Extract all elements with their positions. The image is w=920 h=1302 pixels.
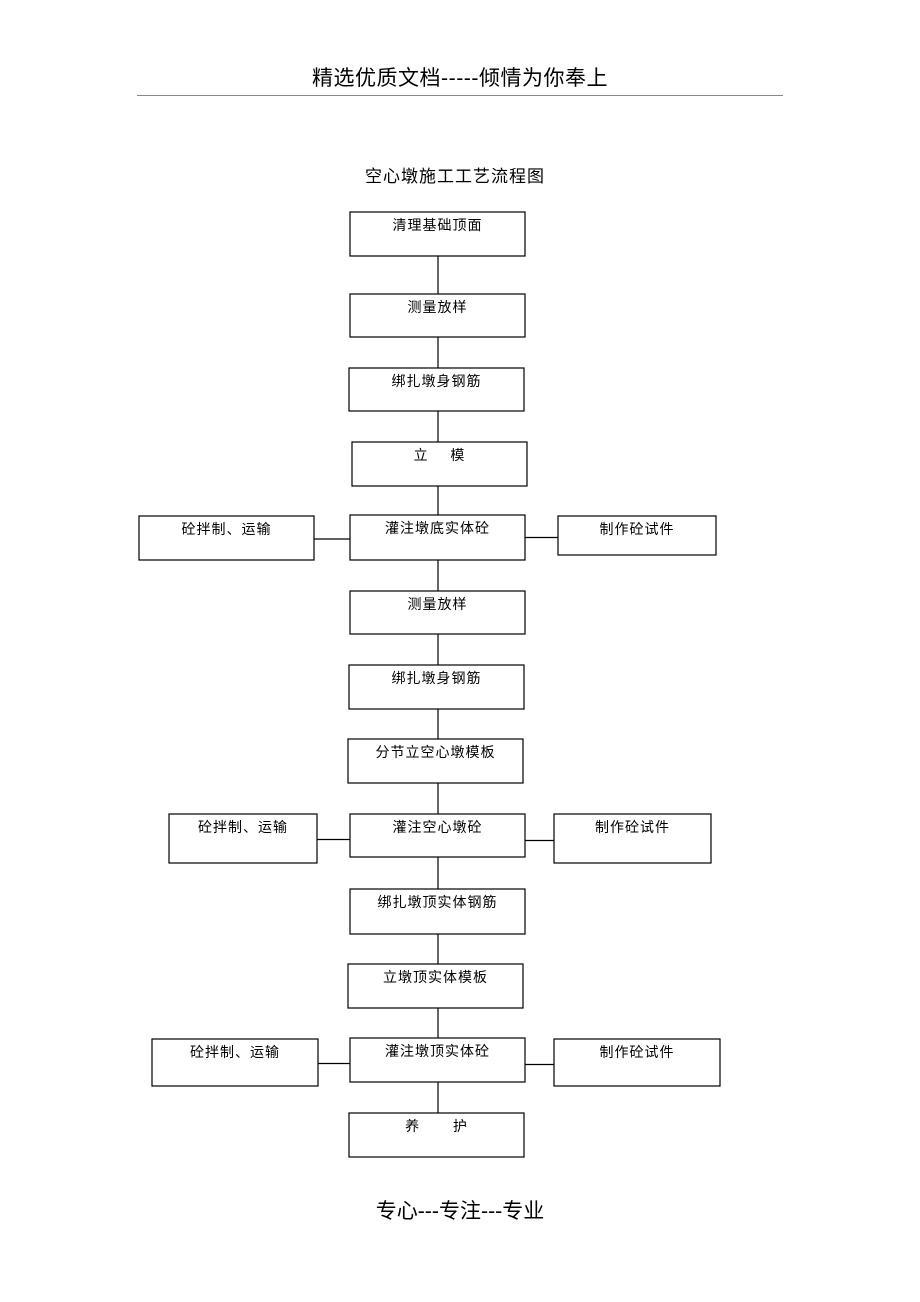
process-step-6-rect (349, 590, 526, 635)
side-step-right-3-label: 制作砼试件 (600, 1045, 675, 1061)
process-step-5: 灌注墩底实体砼 (349, 514, 526, 561)
process-step-13: 养 护 (348, 1112, 525, 1158)
side-step-left-3: 砼拌制、运输 (151, 1038, 319, 1087)
process-step-7: 绑扎墩身钢筋 (348, 664, 525, 710)
process-step-7-label: 绑扎墩身钢筋 (392, 670, 482, 687)
process-step-8: 分节立空心墩模板 (347, 738, 524, 784)
side-step-right-2-label: 制作砼试件 (595, 820, 670, 836)
process-step-5-label: 灌注墩底实体砼 (385, 521, 490, 537)
side-step-left-1-rect (138, 515, 315, 561)
process-step-4: 立 模 (351, 441, 528, 487)
side-step-right-2: 制作砼试件 (553, 813, 712, 864)
process-step-9-label: 灌注空心墩砼 (393, 820, 483, 836)
process-step-2-label: 测量放样 (408, 300, 468, 316)
process-step-13-rect (348, 1112, 525, 1158)
side-step-left-2-rect (168, 813, 318, 864)
side-step-right-1-label: 制作砼试件 (600, 522, 675, 538)
process-step-6-label: 测量放样 (408, 597, 468, 613)
process-step-10: 绑扎墩顶实体钢筋 (349, 888, 526, 935)
side-step-left-3-rect (151, 1038, 319, 1087)
process-step-13-label: 养 护 (405, 1119, 468, 1135)
process-step-3-rect (348, 367, 525, 412)
process-step-3: 绑扎墩身钢筋 (348, 367, 525, 412)
side-step-left-2: 砼拌制、运输 (168, 813, 318, 864)
side-step-right-3: 制作砼试件 (553, 1038, 721, 1087)
process-step-12: 灌注墩顶实体砼 (349, 1037, 526, 1083)
side-step-left-2-label: 砼拌制、运输 (198, 820, 288, 836)
process-step-10-label: 绑扎墩顶实体钢筋 (378, 894, 498, 911)
page-header: 精选优质文档-----倾情为你奉上 (312, 66, 608, 90)
diagram-title: 空心墩施工工艺流程图 (365, 167, 545, 187)
process-step-8-label: 分节立空心墩模板 (376, 745, 496, 761)
process-step-4-label: 立 模 (414, 448, 466, 464)
side-step-left-1-label: 砼拌制、运输 (182, 522, 272, 538)
process-step-9: 灌注空心墩砼 (349, 813, 526, 858)
side-step-right-1: 制作砼试件 (557, 515, 717, 556)
process-step-6: 测量放样 (349, 590, 526, 635)
process-step-8-rect (347, 738, 524, 784)
process-step-12-rect (349, 1037, 526, 1083)
process-step-9-rect (349, 813, 526, 858)
header-rule (137, 95, 783, 96)
side-step-left-1: 砼拌制、运输 (138, 515, 315, 561)
process-step-1-label: 清理基础顶面 (393, 217, 483, 234)
process-step-12-label: 灌注墩顶实体砼 (385, 1044, 490, 1060)
side-step-right-3-rect (553, 1038, 721, 1087)
process-step-1: 清理基础顶面 (349, 211, 526, 257)
process-step-11: 立墩顶实体模板 (347, 963, 524, 1009)
process-step-2-rect (349, 293, 526, 338)
side-step-left-3-label: 砼拌制、运输 (190, 1045, 280, 1061)
process-step-4-rect (351, 441, 528, 487)
process-step-7-rect (348, 664, 525, 710)
process-step-3-label: 绑扎墩身钢筋 (392, 373, 482, 390)
process-step-10-rect (349, 888, 526, 935)
page-footer: 专心---专注---专业 (375, 1199, 545, 1223)
process-step-1-rect (349, 211, 526, 257)
process-step-2: 测量放样 (349, 293, 526, 338)
side-step-right-2-rect (553, 813, 712, 864)
side-step-right-1-rect (557, 515, 717, 556)
process-step-11-label: 立墩顶实体模板 (383, 970, 488, 986)
process-step-11-rect (347, 963, 524, 1009)
